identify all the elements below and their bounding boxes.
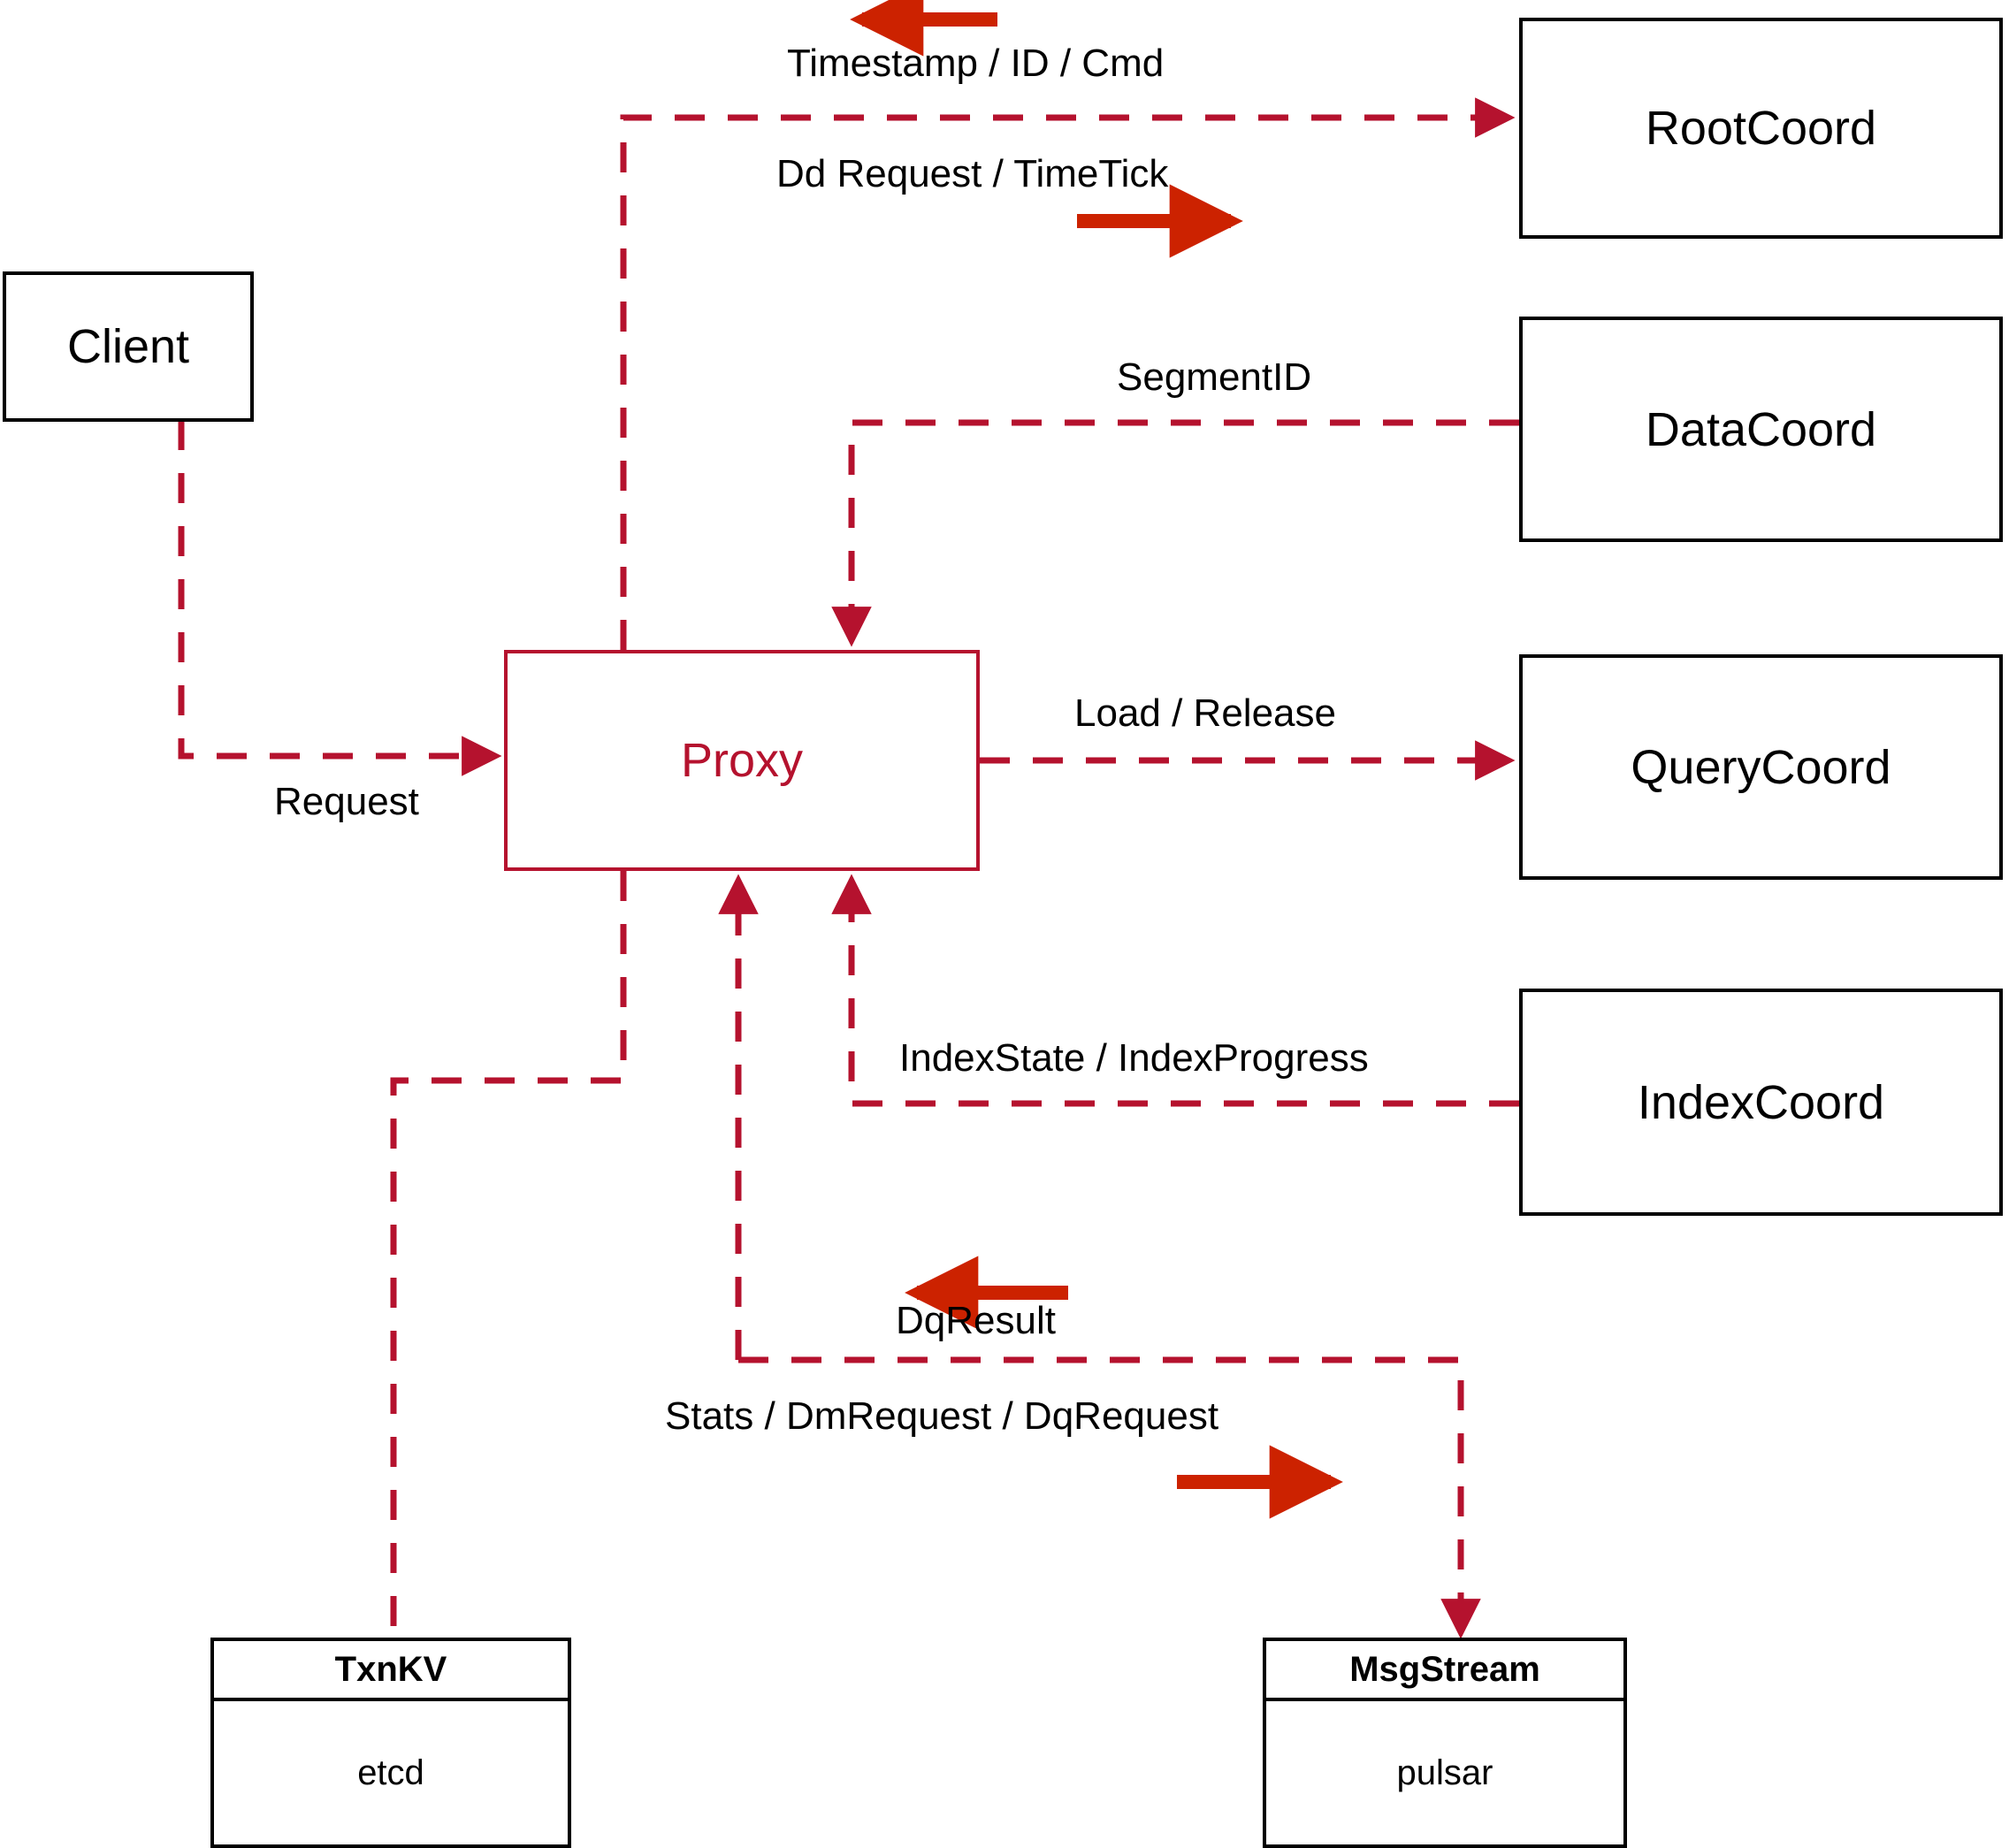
node-datacoord-label: DataCoord xyxy=(1645,402,1877,456)
node-indexcoord[interactable]: IndexCoord xyxy=(1519,989,2003,1216)
node-client[interactable]: Client xyxy=(3,271,254,422)
node-msgstream-impl: pulsar xyxy=(1396,1753,1493,1792)
node-indexcoord-label: IndexCoord xyxy=(1637,1075,1885,1129)
node-txnkv-title: TxnKV xyxy=(214,1641,568,1701)
edge-label-dqresult: DqResult xyxy=(896,1299,1056,1342)
edge-label-segmentid: SegmentID xyxy=(1117,355,1312,399)
node-proxy-label: Proxy xyxy=(680,734,804,787)
edge-client-to-proxy xyxy=(178,420,502,776)
node-querycoord[interactable]: QueryCoord xyxy=(1519,654,2003,880)
edge-label-dd-request-timetick: Dd Request / TimeTick xyxy=(776,152,1169,195)
node-querycoord-label: QueryCoord xyxy=(1631,740,1891,794)
node-proxy[interactable]: Proxy xyxy=(504,650,980,871)
edge-label-load-release: Load / Release xyxy=(1074,691,1336,735)
node-rootcoord-label: RootCoord xyxy=(1645,102,1877,155)
edge-datacoord-to-proxy xyxy=(831,419,1519,647)
node-msgstream-title: MsgStream xyxy=(1266,1641,1623,1701)
edge-proxy-to-txnkv xyxy=(390,871,627,1638)
edge-label-timestamp-id-cmd: Timestamp / ID / Cmd xyxy=(787,42,1165,85)
edge-label-request: Request xyxy=(274,780,419,823)
node-datacoord[interactable]: DataCoord xyxy=(1519,317,2003,542)
node-rootcoord[interactable]: RootCoord xyxy=(1519,18,2003,239)
edge-proxy-to-msgstream xyxy=(738,1356,1481,1639)
node-txnkv-impl: etcd xyxy=(357,1753,424,1792)
node-txnkv[interactable]: TxnKV etcd xyxy=(210,1638,571,1848)
node-msgstream[interactable]: MsgStream pulsar xyxy=(1263,1638,1627,1848)
node-client-label: Client xyxy=(66,320,190,373)
edge-label-stats-dm-dq: Stats / DmRequest / DqRequest xyxy=(665,1394,1219,1438)
edge-indexcoord-to-proxy xyxy=(831,874,1519,1107)
edge-label-indexstate-progress: IndexState / IndexProgress xyxy=(899,1036,1369,1080)
edge-proxy-to-rootcoord xyxy=(620,97,1516,650)
